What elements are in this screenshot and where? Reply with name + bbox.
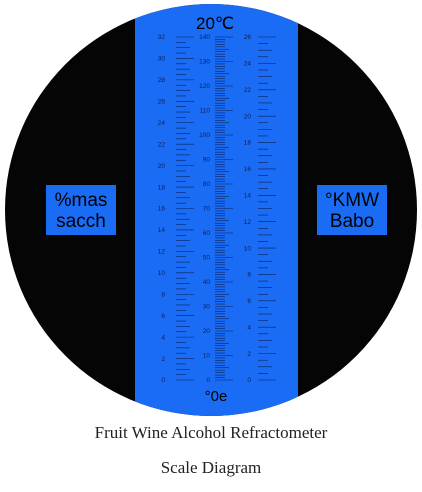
zero-label: °0e (205, 388, 228, 405)
oechsle-tick-label: 140 (199, 34, 210, 41)
sugar-tick-label: 28 (158, 77, 166, 84)
sugar-tick-label: 30 (158, 56, 166, 63)
kmw-tick-label: 8 (247, 272, 251, 279)
kmw-tick-label: 24 (244, 61, 252, 68)
oechsle-tick-label: 60 (203, 230, 211, 237)
caption-title: Fruit Wine Alcohol Refractometer (94, 423, 328, 442)
oechsle-tick-label: 80 (203, 181, 211, 188)
sugar-tick-label: 4 (161, 334, 165, 341)
right-unit-line2: Babo (330, 211, 374, 232)
scale-labels: 0246810121416182022242628303201020304050… (158, 34, 252, 384)
kmw-tick-label: 0 (247, 377, 251, 384)
oechsle-tick-label: 70 (203, 206, 211, 213)
caption-subtitle: Scale Diagram (160, 458, 262, 477)
left-unit-line2: sacch (56, 211, 106, 232)
oechsle-tick-label: 110 (200, 108, 211, 115)
sugar-tick-label: 12 (158, 249, 166, 256)
sugar-tick-label: 14 (158, 227, 166, 234)
left-unit-box (46, 185, 116, 235)
right-unit-box (317, 185, 387, 235)
sugar-tick-label: 8 (161, 291, 165, 298)
oechsle-tick-label: 20 (203, 328, 211, 335)
oechsle-tick-label: 40 (203, 279, 211, 286)
kmw-tick-label: 16 (244, 166, 252, 173)
oechsle-tick-label: 10 (203, 353, 211, 360)
oechsle-tick-label: 90 (203, 157, 211, 164)
sugar-tick-label: 2 (161, 356, 165, 363)
kmw-tick-label: 18 (244, 140, 252, 147)
sugar-tick-label: 10 (158, 270, 166, 277)
oechsle-tick-label: 130 (199, 59, 210, 66)
kmw-tick-label: 20 (244, 113, 252, 120)
oechsle-tick-label: 120 (199, 83, 210, 90)
kmw-tick-label: 6 (247, 298, 251, 305)
sugar-tick-label: 24 (158, 120, 166, 127)
sugar-tick-label: 20 (158, 163, 166, 170)
kmw-tick-label: 22 (244, 87, 252, 94)
kmw-tick-label: 10 (244, 245, 252, 252)
scale-ticks (176, 36, 276, 381)
scale-field (135, 4, 298, 416)
sugar-tick-label: 26 (158, 99, 166, 106)
oechsle-tick-label: 50 (203, 255, 211, 262)
sugar-tick-label: 16 (158, 206, 166, 213)
oechsle-tick-label: 30 (203, 304, 211, 311)
sugar-tick-label: 22 (158, 141, 166, 148)
sugar-tick-label: 32 (158, 34, 166, 41)
sugar-tick-label: 0 (161, 377, 165, 384)
kmw-tick-label: 4 (247, 324, 251, 331)
kmw-tick-label: 2 (247, 351, 251, 358)
sugar-tick-label: 6 (161, 313, 165, 320)
right-unit-line1: °KMW (325, 190, 379, 211)
kmw-tick-label: 12 (244, 219, 252, 226)
sugar-tick-label: 18 (158, 184, 166, 191)
kmw-tick-label: 14 (244, 193, 252, 200)
oechsle-tick-label: 100 (199, 132, 210, 139)
left-unit-line1: %mas (55, 190, 108, 211)
refractometer-view: 0246810121416182022242628303201020304050… (5, 4, 417, 416)
temperature-label: 20℃ (196, 14, 234, 33)
kmw-tick-label: 26 (244, 34, 252, 41)
oechsle-tick-label: 0 (206, 377, 210, 384)
